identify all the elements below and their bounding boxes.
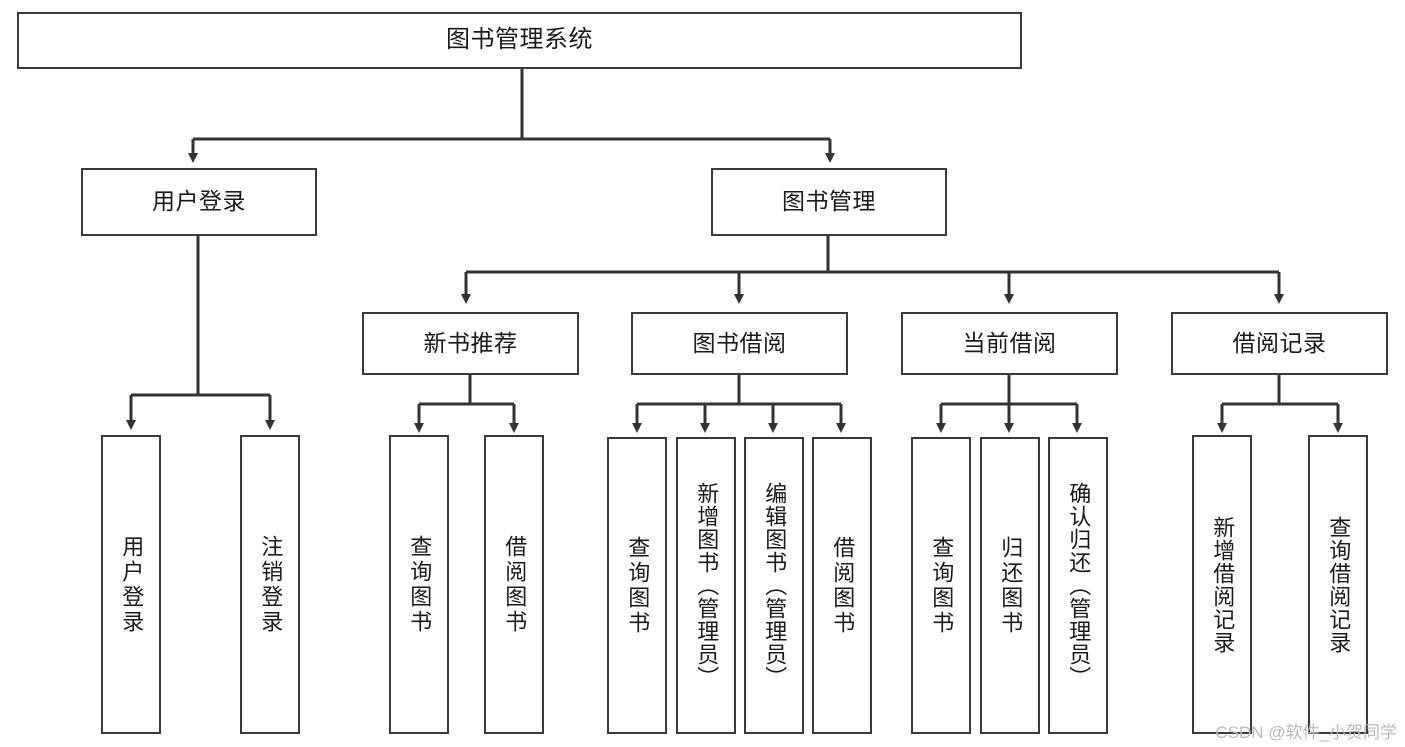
leaf-add-borrow-record[interactable]: 新增借阅记录	[1192, 435, 1252, 734]
leaf-add-book[interactable]: 新增图书（管理员）	[676, 437, 736, 734]
node-book-manage[interactable]: 图书管理	[711, 168, 947, 236]
leaf-query-book-current[interactable]: 查询图书	[911, 437, 971, 734]
leaf-return-book[interactable]: 归还图书	[980, 437, 1040, 734]
leaf-confirm-return[interactable]: 确认归还（管理员）	[1048, 437, 1108, 734]
node-label: 确认归还（管理员）	[1066, 482, 1092, 689]
leaf-borrow-book[interactable]: 借阅图书	[812, 437, 872, 734]
node-label: 当前借阅	[962, 329, 1057, 356]
csdn-watermark: CSDN @软件_小贺同学	[1215, 723, 1397, 742]
node-label: 图书借阅	[692, 329, 787, 356]
node-label: 借阅图书	[830, 535, 856, 636]
node-label: 新增图书（管理员）	[694, 482, 720, 689]
node-label: 借阅记录	[1232, 329, 1327, 356]
leaf-logout[interactable]: 注销登录	[240, 435, 300, 734]
node-label: 图书管理系统	[446, 26, 593, 54]
node-label: 新书推荐	[423, 329, 518, 356]
node-label: 用户登录	[152, 188, 246, 215]
node-label: 查询图书	[407, 534, 433, 635]
node-book-borrow[interactable]: 图书借阅	[631, 312, 848, 375]
node-label: 注销登录	[258, 534, 284, 635]
node-label: 借阅图书	[502, 534, 528, 635]
leaf-query-book-recommend[interactable]: 查询图书	[389, 435, 449, 734]
node-root-system[interactable]: 图书管理系统	[17, 12, 1022, 69]
leaf-edit-book[interactable]: 编辑图书（管理员）	[744, 437, 804, 734]
leaf-borrow-book-recommend[interactable]: 借阅图书	[484, 435, 544, 734]
node-user-login[interactable]: 用户登录	[81, 168, 317, 236]
leaf-query-book-borrow[interactable]: 查询图书	[607, 437, 667, 734]
node-label: 用户登录	[119, 534, 145, 635]
node-new-book-recommend[interactable]: 新书推荐	[362, 312, 579, 375]
node-current-borrow[interactable]: 当前借阅	[901, 312, 1118, 375]
node-label: 编辑图书（管理员）	[762, 482, 788, 689]
node-label: 查询图书	[625, 535, 651, 636]
leaf-query-borrow-record[interactable]: 查询借阅记录	[1308, 435, 1368, 734]
node-label: 归还图书	[998, 535, 1024, 636]
node-label: 查询图书	[929, 535, 955, 636]
leaf-user-login[interactable]: 用户登录	[101, 435, 161, 734]
node-label: 图书管理	[782, 188, 876, 215]
node-label: 新增借阅记录	[1210, 515, 1236, 654]
node-label: 查询借阅记录	[1326, 515, 1352, 654]
node-borrow-record[interactable]: 借阅记录	[1171, 312, 1388, 375]
